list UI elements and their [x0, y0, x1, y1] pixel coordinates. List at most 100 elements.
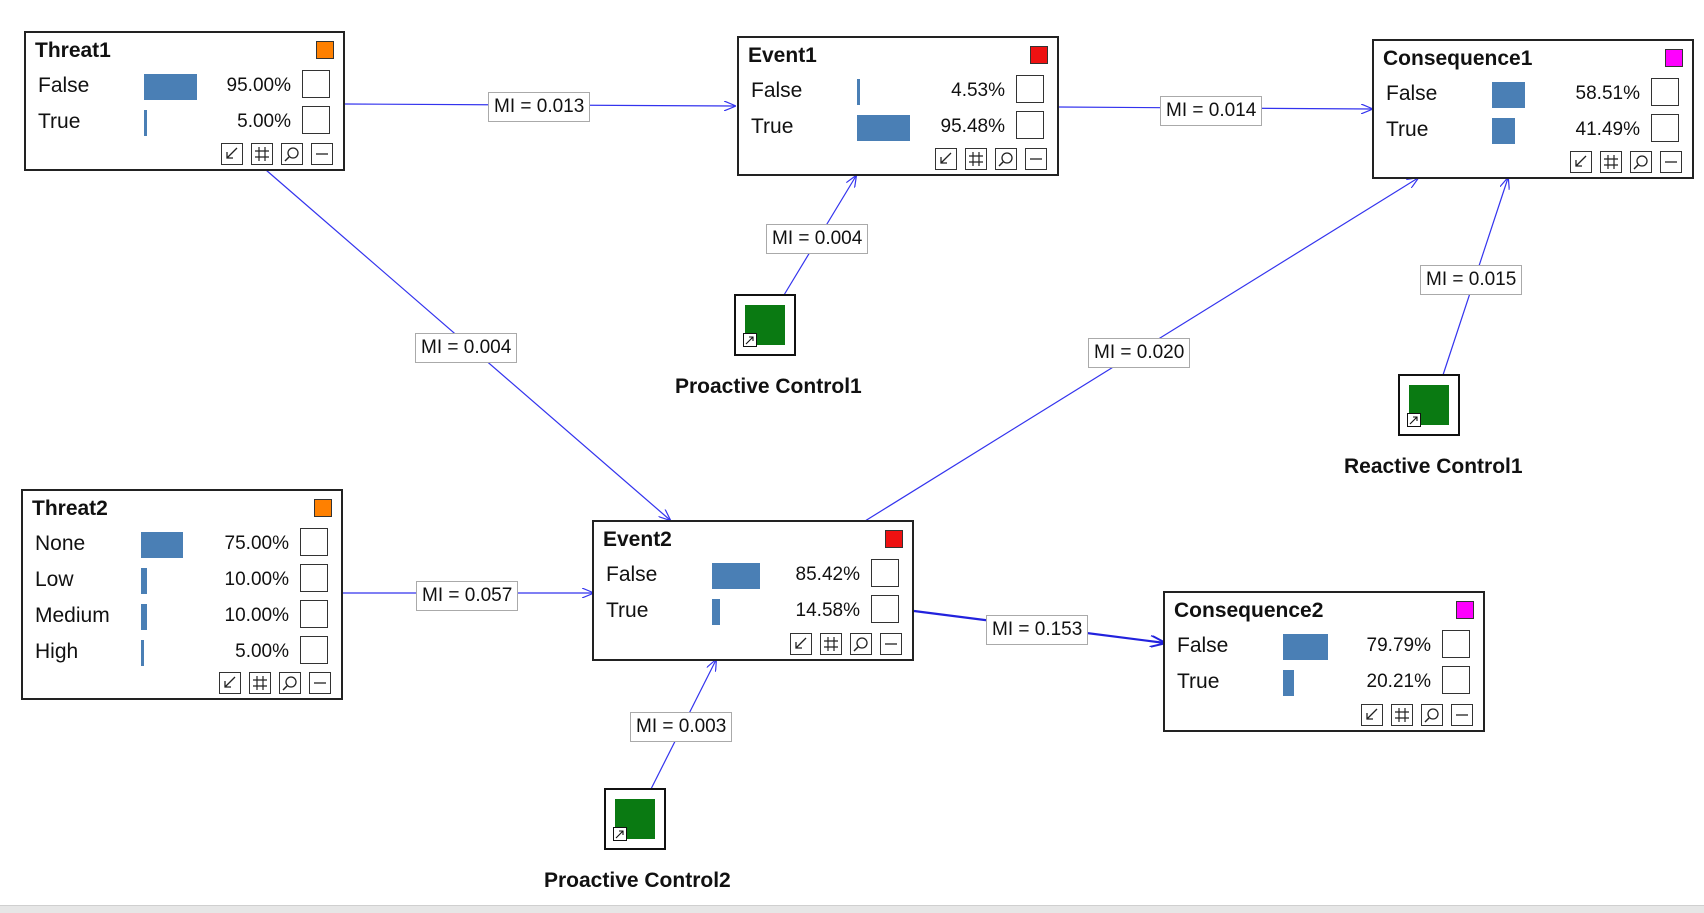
table-grid-icon[interactable] — [249, 672, 271, 694]
node-event2[interactable]: Event2 False 85.42% True 14.58% — [592, 520, 914, 661]
minimize-icon[interactable] — [309, 672, 331, 694]
minimize-icon[interactable] — [1025, 148, 1047, 170]
probability-value: 5.00% — [237, 111, 291, 132]
minimize-icon[interactable] — [311, 143, 333, 165]
probability-bar — [144, 110, 147, 136]
table-grid-icon[interactable] — [820, 633, 842, 655]
edge-label-threat1-event2: MI = 0.004 — [415, 333, 518, 363]
magnifier-icon[interactable] — [1630, 151, 1652, 173]
state-label: False — [1386, 82, 1438, 105]
evidence-checkbox[interactable] — [1442, 666, 1470, 694]
probability-value: 75.00% — [224, 533, 289, 554]
state-row: Low 10.00% — [23, 562, 341, 598]
edge-label-event2-consequence1: MI = 0.020 — [1088, 338, 1191, 368]
node-color-swatch[interactable] — [1665, 49, 1683, 67]
evidence-checkbox[interactable] — [300, 528, 328, 556]
state-row: None 75.00% — [23, 526, 341, 562]
state-label: False — [38, 74, 90, 97]
state-label: True — [1386, 118, 1429, 141]
control-node-proactive1[interactable] — [734, 294, 796, 356]
node-toolbar — [1570, 151, 1684, 173]
control-label-proactive1: Proactive Control1 — [675, 375, 862, 398]
control-node-reactive1[interactable] — [1398, 374, 1460, 436]
bottom-scrollbar[interactable] — [0, 905, 1704, 913]
magnifier-icon[interactable] — [1421, 704, 1443, 726]
probability-value: 41.49% — [1575, 119, 1640, 140]
probability-value: 10.00% — [224, 605, 289, 626]
probability-bar — [1283, 634, 1328, 660]
state-row: False 79.79% — [1165, 628, 1483, 664]
evidence-checkbox[interactable] — [300, 636, 328, 664]
minimize-icon[interactable] — [1451, 704, 1473, 726]
shortcut-arrow-icon — [743, 333, 757, 347]
evidence-checkbox[interactable] — [871, 595, 899, 623]
evidence-checkbox[interactable] — [302, 106, 330, 134]
node-consequence2[interactable]: Consequence2 False 79.79% True 20.21% — [1163, 591, 1485, 732]
shortcut-arrow-icon — [1407, 413, 1421, 427]
collapse-arrow-icon[interactable] — [790, 633, 812, 655]
control-node-proactive2[interactable] — [604, 788, 666, 850]
probability-bar — [141, 604, 147, 630]
collapse-arrow-icon[interactable] — [219, 672, 241, 694]
state-row: False 58.51% — [1374, 76, 1692, 112]
state-row: False 4.53% — [739, 73, 1057, 109]
node-title: Event2 — [603, 528, 672, 551]
node-toolbar — [219, 672, 333, 694]
state-row: Medium 10.00% — [23, 598, 341, 634]
collapse-arrow-icon[interactable] — [221, 143, 243, 165]
state-label: False — [606, 563, 658, 586]
node-consequence1[interactable]: Consequence1 False 58.51% True 41.49% — [1372, 39, 1694, 179]
state-row: True 14.58% — [594, 593, 912, 629]
state-label: True — [606, 599, 649, 622]
edge-label-event1-consequence1: MI = 0.014 — [1160, 96, 1263, 126]
probability-value: 20.21% — [1366, 671, 1431, 692]
minimize-icon[interactable] — [880, 633, 902, 655]
minimize-icon[interactable] — [1660, 151, 1682, 173]
evidence-checkbox[interactable] — [1016, 111, 1044, 139]
node-event1[interactable]: Event1 False 4.53% True 95.48% — [737, 36, 1059, 176]
magnifier-icon[interactable] — [995, 148, 1017, 170]
table-grid-icon[interactable] — [251, 143, 273, 165]
probability-value: 95.48% — [940, 116, 1005, 137]
collapse-arrow-icon[interactable] — [935, 148, 957, 170]
state-row: High 5.00% — [23, 634, 341, 670]
state-label: Medium — [35, 604, 110, 627]
probability-value: 79.79% — [1366, 635, 1431, 656]
evidence-checkbox[interactable] — [1651, 114, 1679, 142]
evidence-checkbox[interactable] — [1442, 630, 1470, 658]
table-grid-icon[interactable] — [1600, 151, 1622, 173]
state-row: True 5.00% — [26, 104, 343, 140]
node-title: Consequence1 — [1383, 47, 1533, 70]
probability-bar — [1492, 82, 1525, 108]
node-color-swatch[interactable] — [314, 499, 332, 517]
evidence-checkbox[interactable] — [300, 600, 328, 628]
table-grid-icon[interactable] — [1391, 704, 1413, 726]
collapse-arrow-icon[interactable] — [1570, 151, 1592, 173]
evidence-checkbox[interactable] — [871, 559, 899, 587]
evidence-checkbox[interactable] — [1651, 78, 1679, 106]
node-threat2[interactable]: Threat2 None 75.00% Low 10.00% Medium 10… — [21, 489, 343, 700]
edge-label-event2-consequence2: MI = 0.153 — [986, 615, 1089, 645]
evidence-checkbox[interactable] — [302, 70, 330, 98]
node-color-swatch[interactable] — [1456, 601, 1474, 619]
magnifier-icon[interactable] — [850, 633, 872, 655]
evidence-checkbox[interactable] — [1016, 75, 1044, 103]
probability-value: 4.53% — [951, 80, 1005, 101]
node-color-swatch[interactable] — [885, 530, 903, 548]
node-toolbar — [935, 148, 1049, 170]
probability-bar — [712, 599, 720, 625]
probability-bar — [1283, 670, 1294, 696]
collapse-arrow-icon[interactable] — [1361, 704, 1383, 726]
probability-bar — [1492, 118, 1515, 144]
magnifier-icon[interactable] — [281, 143, 303, 165]
table-grid-icon[interactable] — [965, 148, 987, 170]
edge-label-reactive1-consequence1: MI = 0.015 — [1420, 265, 1523, 295]
node-color-swatch[interactable] — [1030, 46, 1048, 64]
node-threat1[interactable]: Threat1 False 95.00% True 5.00% — [24, 31, 345, 171]
node-title: Threat2 — [32, 497, 108, 520]
probability-value: 10.00% — [224, 569, 289, 590]
evidence-checkbox[interactable] — [300, 564, 328, 592]
magnifier-icon[interactable] — [279, 672, 301, 694]
node-color-swatch[interactable] — [316, 41, 334, 59]
